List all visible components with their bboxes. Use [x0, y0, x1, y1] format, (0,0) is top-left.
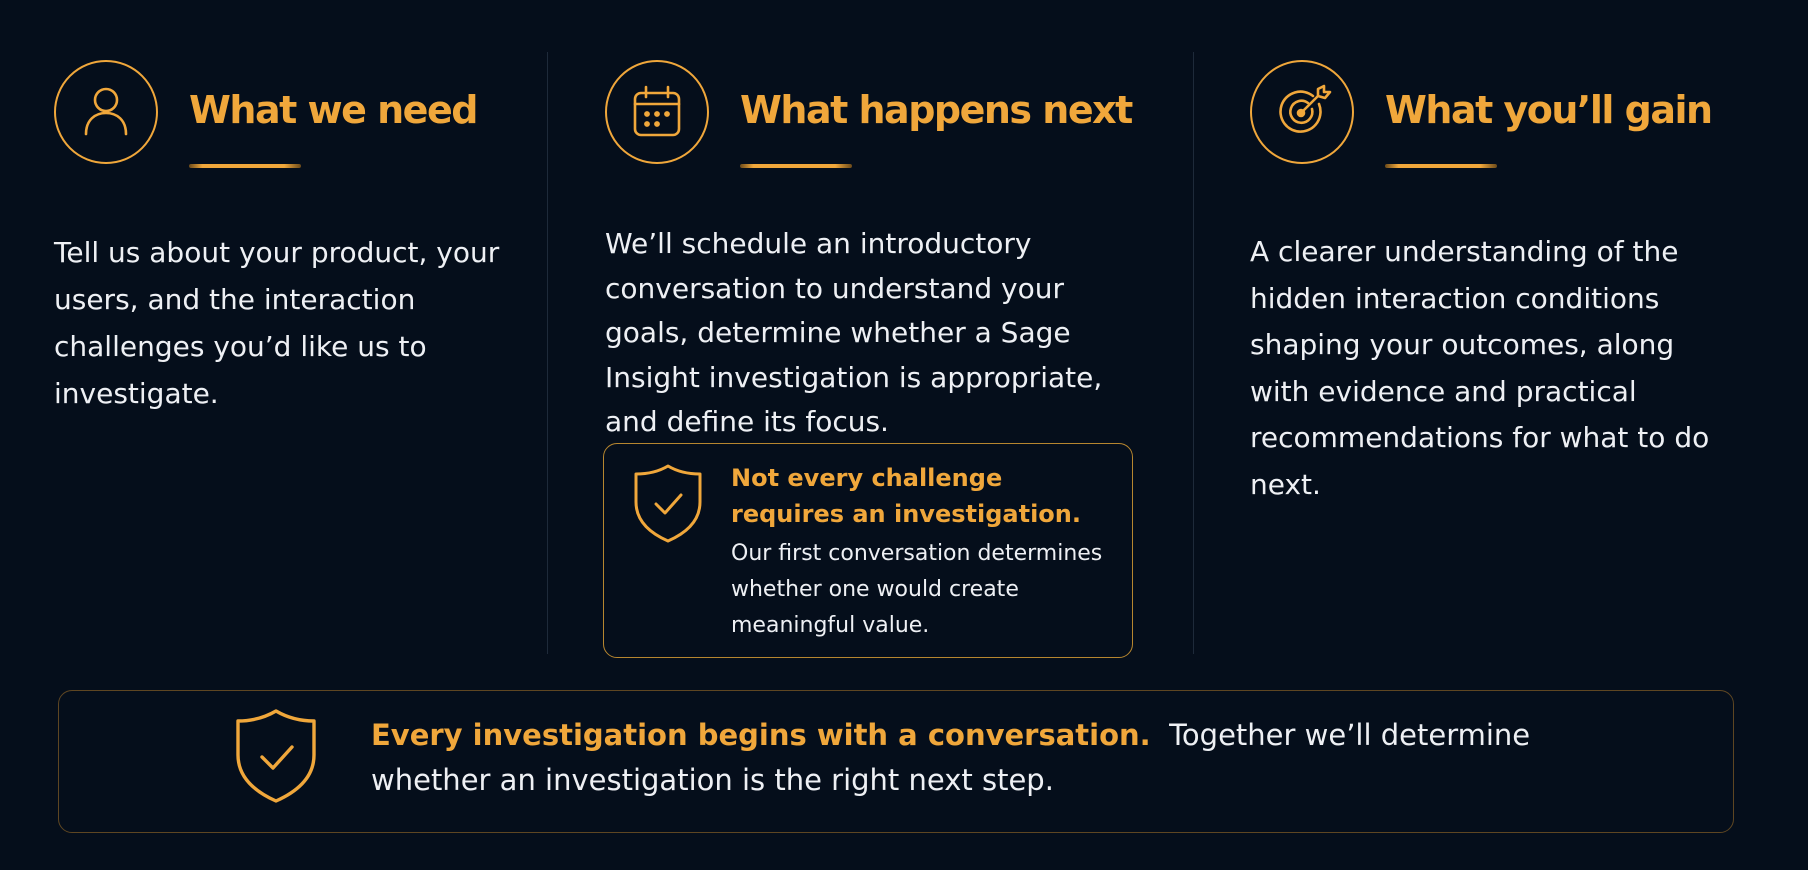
calendar-icon [605, 60, 709, 164]
title-underline [1385, 164, 1497, 168]
column-body: Tell us about your product, your users, … [54, 236, 500, 410]
column-title: What you’ll gain [1385, 88, 1713, 132]
column-title: What we need [189, 88, 478, 132]
column-what-happens-next: What happens next We’ll schedule an intr… [605, 52, 1145, 445]
note-card: Not every challenge requires an investig… [603, 443, 1133, 658]
title-underline [740, 164, 852, 168]
column-header: What you’ll gain [1250, 52, 1770, 172]
shield-check-icon [236, 709, 316, 803]
column-what-youll-gain: What you’ll gain A clearer understanding… [1250, 52, 1770, 508]
column-header: What happens next [605, 52, 1145, 172]
bottom-banner: Every investigation begins with a conver… [58, 690, 1734, 833]
target-icon [1250, 60, 1354, 164]
banner-body-text: Together we’ll determine whether an inve… [371, 718, 1531, 797]
column-divider [1193, 52, 1194, 654]
column-what-we-need: What we need Tell us about your product,… [54, 52, 524, 417]
note-text: Our first conversation determines whethe… [731, 541, 1103, 638]
banner-strong-text: Every investigation begins with a conver… [371, 718, 1151, 752]
note-title: Not every challenge requires an investig… [731, 464, 1081, 528]
user-icon [54, 60, 158, 164]
column-header: What we need [54, 52, 524, 172]
column-body: A clearer understanding of the hidden in… [1250, 235, 1710, 501]
column-title: What happens next [740, 88, 1133, 132]
shield-check-icon [634, 464, 702, 543]
title-underline [189, 164, 301, 168]
banner-text: Every investigation begins with a conver… [371, 713, 1571, 803]
column-body: We’ll schedule an introductory conversat… [605, 227, 1103, 438]
column-divider [547, 52, 548, 654]
